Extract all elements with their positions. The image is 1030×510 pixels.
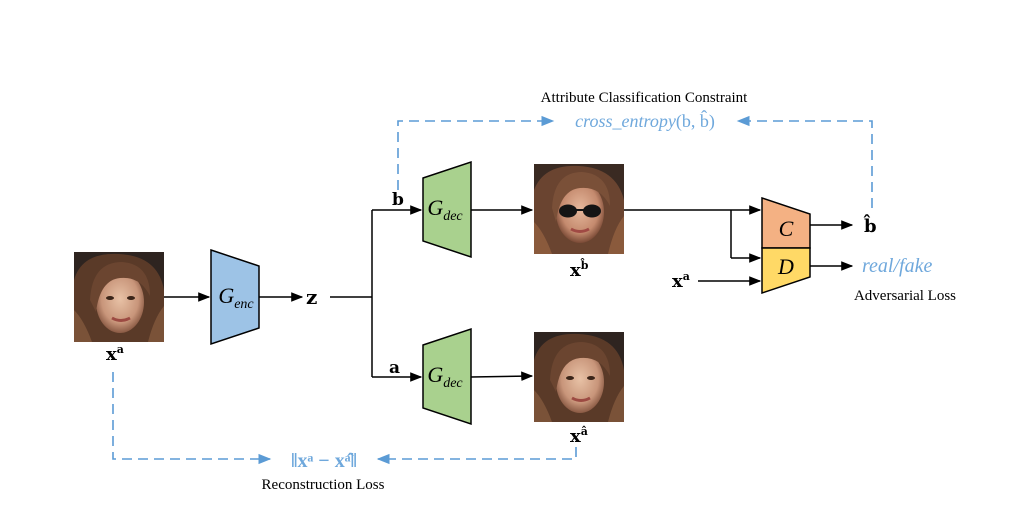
output-x-top-label: xb̂ bbox=[570, 258, 589, 281]
adversarial-loss-label: Adversarial Loss bbox=[854, 288, 956, 304]
encoder-block: Genc bbox=[210, 248, 260, 346]
attribute-constraint-label: Attribute Classification Constraint bbox=[541, 90, 748, 106]
svg-text:Genc: Genc bbox=[218, 283, 254, 312]
real-fake-label: real/fake bbox=[862, 255, 932, 277]
discriminator-block: D bbox=[761, 247, 811, 295]
input-x-label: xa bbox=[106, 343, 124, 365]
decoder-top-label-main: G bbox=[427, 195, 443, 220]
decoder-bottom-block: Gdec bbox=[422, 327, 472, 426]
discriminator-input-x-label: xa bbox=[672, 270, 690, 292]
attribute-a-label: a bbox=[389, 358, 400, 378]
svg-text:Gdec: Gdec bbox=[427, 362, 463, 391]
encoder-label-main: G bbox=[218, 283, 234, 308]
decoder-bottom-label-main: G bbox=[427, 362, 443, 387]
predicted-b-hat-label: b̂ bbox=[863, 213, 876, 237]
cross-entropy-label: cross_entropy(b, b̂) bbox=[575, 110, 715, 132]
latent-z-label: z bbox=[306, 285, 317, 309]
output-face-bottom-image bbox=[534, 332, 624, 422]
encoder-label-sub: enc bbox=[234, 297, 254, 312]
discriminator-label: D bbox=[777, 254, 794, 279]
dashed-connections bbox=[112, 115, 873, 465]
svg-text:Gdec: Gdec bbox=[427, 195, 463, 224]
output-x-bottom-label: xâ bbox=[570, 425, 588, 447]
decoder-bottom-label-sub: dec bbox=[443, 376, 463, 391]
input-face-image bbox=[74, 252, 164, 342]
reconstruction-loss-label: Reconstruction Loss bbox=[262, 477, 385, 493]
classifier-label: C bbox=[779, 216, 794, 241]
decoder-top-label-sub: dec bbox=[443, 209, 463, 224]
reconstruction-formula: ‖xᵃ − xᵃ̂‖ bbox=[291, 450, 357, 472]
attribute-b-label: b bbox=[392, 190, 404, 210]
classifier-block: C bbox=[761, 196, 811, 249]
decoder-top-block: Gdec bbox=[422, 160, 472, 259]
solid-connections bbox=[164, 205, 854, 382]
output-face-top-image bbox=[534, 164, 624, 254]
